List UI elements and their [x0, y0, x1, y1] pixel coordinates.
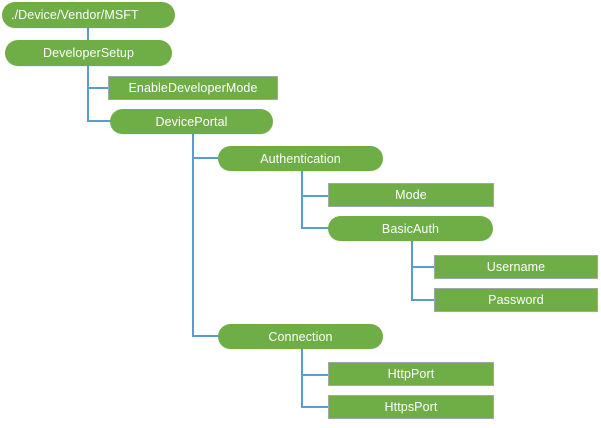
connector-developersetup-trunk [87, 65, 89, 122]
tree-node-httpport[interactable]: HttpPort [328, 362, 494, 386]
tree-node-enabledevelopermode[interactable]: EnableDeveloperMode [108, 76, 278, 100]
tree-node-basicauth[interactable]: BasicAuth [328, 216, 493, 241]
connector-deviceportal-trunk [192, 133, 194, 337]
tree-node-developersetup[interactable]: DeveloperSetup [5, 40, 172, 66]
connector-basicauth-trunk [411, 240, 413, 301]
connector-branch-basicauth [301, 227, 331, 229]
connector-branch-deviceportal [87, 120, 112, 122]
connector-branch-httpport [301, 374, 331, 376]
tree-node-password[interactable]: Password [434, 288, 598, 312]
connector-branch-mode [301, 195, 331, 197]
connector-branch-enabledevelopermode [87, 87, 109, 89]
tree-node-username[interactable]: Username [434, 255, 598, 279]
connector-branch-username [411, 266, 437, 268]
tree-node-connection[interactable]: Connection [218, 324, 383, 349]
tree-node-authentication[interactable]: Authentication [218, 146, 383, 171]
connector-root-to-developersetup [87, 27, 89, 41]
tree-node-deviceportal[interactable]: DevicePortal [110, 109, 273, 134]
tree-node-root[interactable]: ./Device/Vendor/MSFT [2, 2, 175, 28]
connector-branch-authentication [192, 157, 222, 159]
connector-branch-httpsport [301, 406, 331, 408]
connector-branch-connection [192, 335, 222, 337]
connector-branch-password [411, 299, 437, 301]
connector-authentication-trunk [301, 170, 303, 229]
tree-node-mode[interactable]: Mode [328, 183, 494, 207]
connector-connection-trunk [301, 348, 303, 407]
tree-node-httpsport[interactable]: HttpsPort [328, 395, 494, 419]
